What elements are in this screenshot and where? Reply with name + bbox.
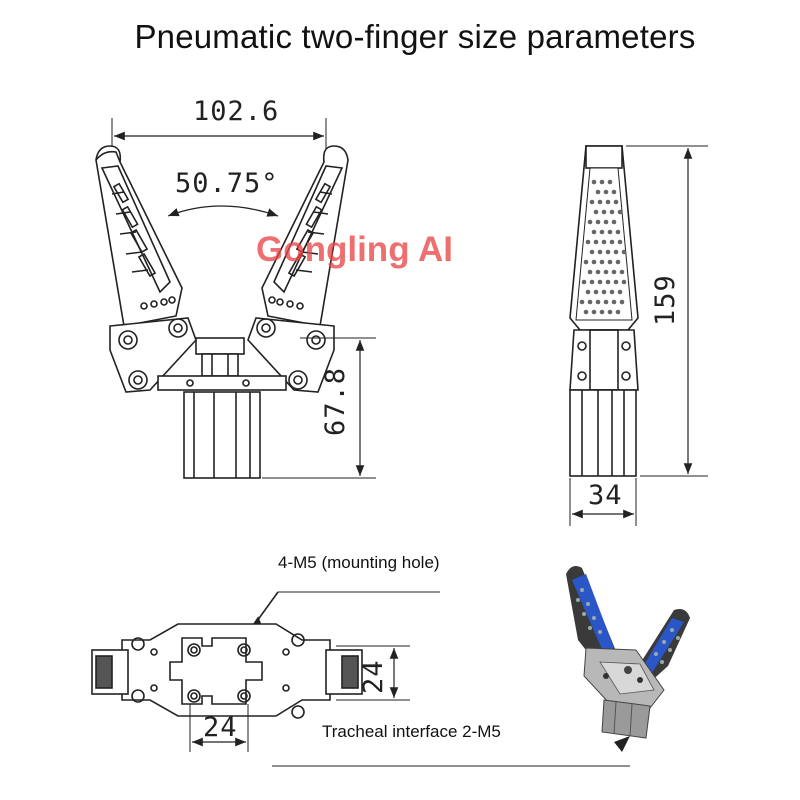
mounting-hole-note: 4-M5 (mounting hole) bbox=[278, 553, 440, 572]
dimension-bottom-height: 24 bbox=[358, 659, 389, 694]
page-title: Pneumatic two-finger size parameters bbox=[134, 18, 696, 55]
right-finger bbox=[247, 145, 349, 393]
dimension-total-height: 159 bbox=[650, 274, 681, 326]
front-view bbox=[95, 118, 376, 479]
dimension-angle: 50.75° bbox=[175, 168, 279, 199]
dimension-base-height: 67.8 bbox=[320, 366, 351, 436]
gripper-photo bbox=[566, 566, 690, 752]
dimension-width-open: 102.6 bbox=[193, 96, 280, 127]
bottom-view bbox=[91, 591, 630, 767]
watermark: Gongling AI bbox=[256, 230, 453, 269]
dimension-side-width: 34 bbox=[588, 480, 623, 511]
tracheal-interface-note: Tracheal interface 2-M5 bbox=[322, 722, 501, 741]
dimension-bottom-width: 24 bbox=[203, 712, 238, 743]
finger-texture bbox=[579, 179, 627, 315]
left-finger bbox=[95, 145, 197, 393]
side-view bbox=[569, 145, 708, 526]
